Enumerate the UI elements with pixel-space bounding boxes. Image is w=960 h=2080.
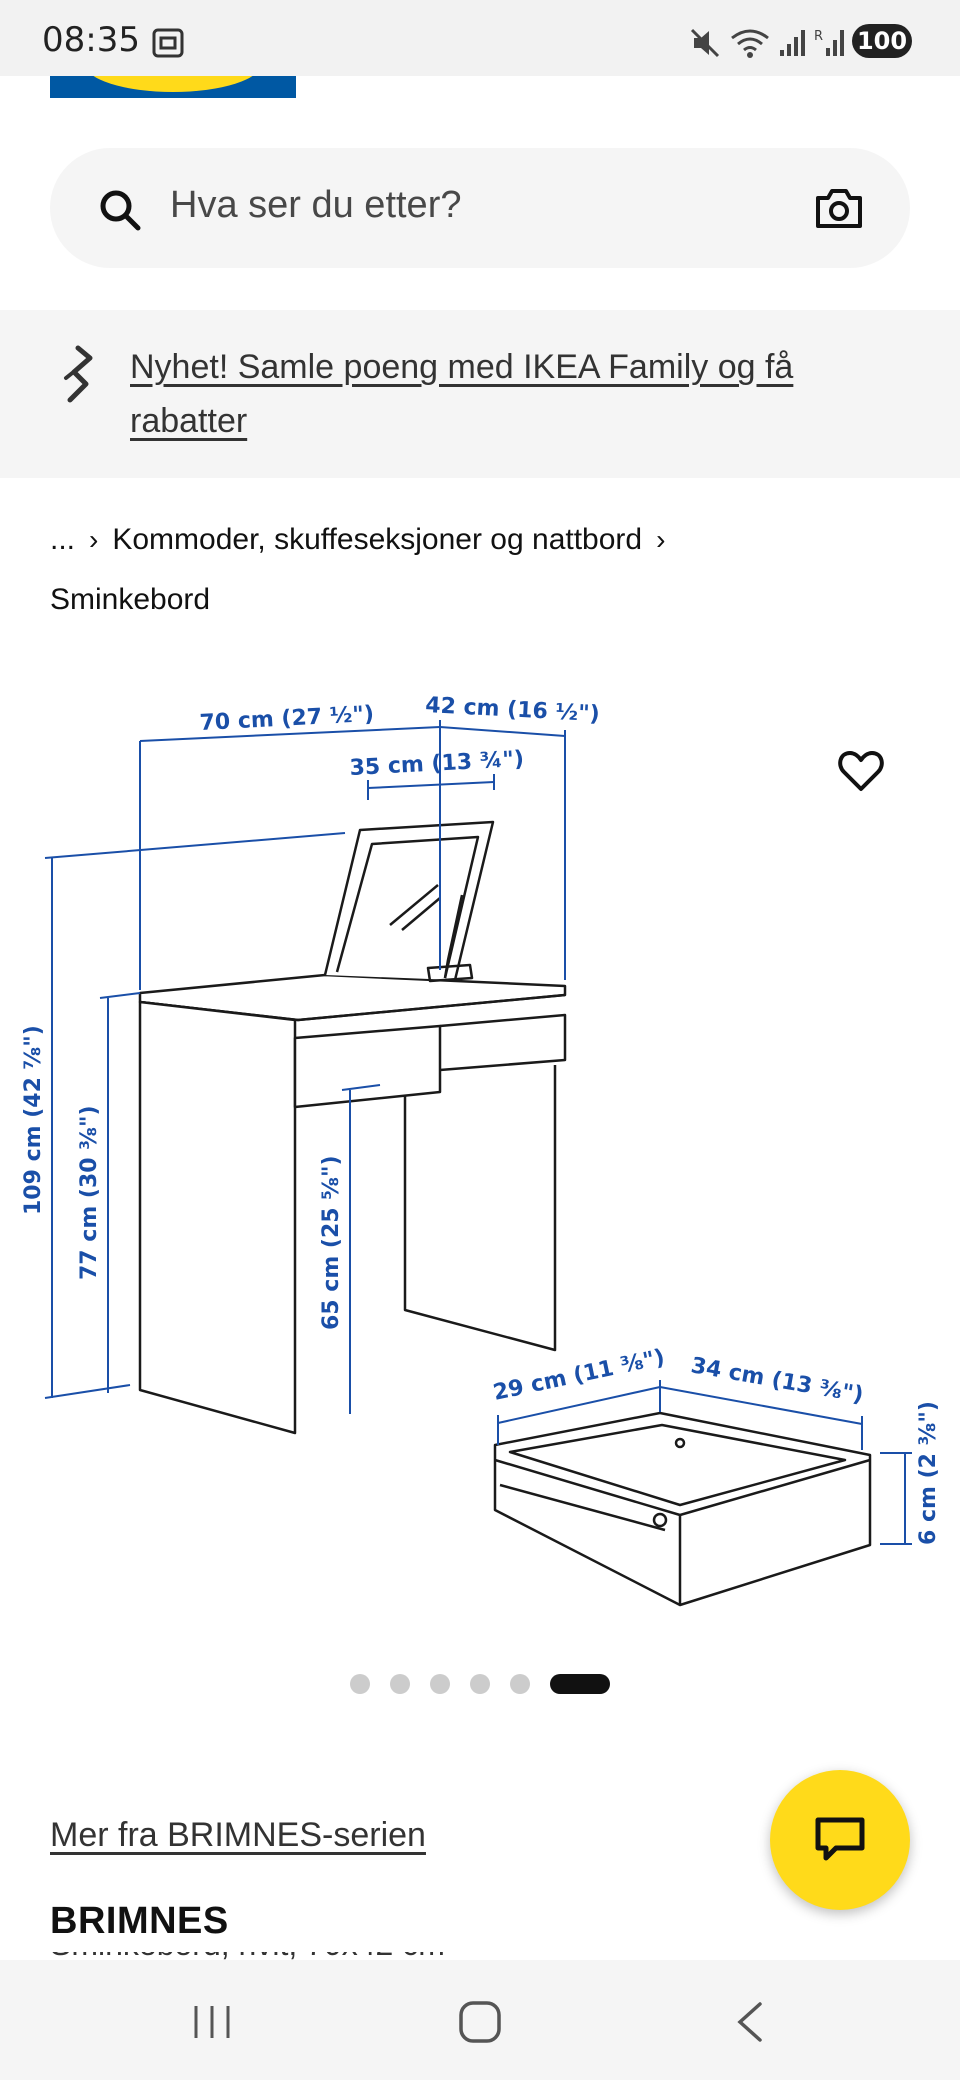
carousel-dot[interactable] [350,1674,370,1694]
breadcrumb-parent[interactable]: Kommoder, skuffeseksjoner og nattbord [112,523,643,556]
svg-text:R: R [814,29,823,44]
wifi-icon [731,29,769,58]
signal-roaming-icon: R [814,29,844,56]
carousel-dot-active[interactable] [550,1674,610,1694]
breadcrumb: ... › Kommoder, skuffeseksjoner og nattbor… [50,510,910,630]
dimension-leg-clearance: 65 cm (25 ⅝") [319,1155,344,1330]
search-input[interactable]: Hva ser du etter? [170,184,462,226]
heart-icon[interactable] [838,748,884,794]
chat-button[interactable] [770,1770,910,1910]
camera-icon[interactable] [814,186,864,230]
dimension-drawer-depth: 29 cm (11 ⅜") [491,1345,667,1406]
dimension-total-height: 109 cm (42 ⅞") [21,1025,46,1215]
status-bar: 08:35 R 100 [0,0,960,76]
search-icon [100,190,141,231]
dimension-table-height: 77 cm (30 ⅜") [77,1105,102,1280]
product-dimension-image[interactable]: 70 cm (27 ½") 42 cm (16 ½") 35 cm (13 ¾"… [0,660,960,1620]
battery-indicator: 100 [852,24,912,58]
mute-icon [690,28,720,58]
promo-banner[interactable]: Nyhet! Samle poeng med IKEA Family og få… [0,310,960,478]
dimension-drawer-width: 34 cm (13 ⅜") [689,1353,865,1408]
dimension-drawer-height: 6 cm (2 ⅜") [916,1401,941,1545]
dimension-depth: 42 cm (16 ½") [425,693,601,727]
product-description-container: Sminkebord, hvit, 70x42 cm [50,1952,750,1960]
system-nav-bar [0,1960,960,2080]
breadcrumb-current[interactable]: Sminkebord [50,583,211,616]
dimension-mirror-width: 35 cm (13 ¾") [349,747,525,781]
product-name: BRIMNES [50,1900,229,1942]
carousel-dot[interactable] [390,1674,410,1694]
screenshot-icon [152,28,184,58]
carousel-dot[interactable] [470,1674,490,1694]
back-icon[interactable] [732,2000,766,2044]
series-link[interactable]: Mer fra BRIMNES-serien [50,1816,426,1854]
chevron-right-icon: › [89,524,99,555]
carousel-dot[interactable] [510,1674,530,1694]
chevron-right-icon: › [656,524,666,555]
signal-icon [780,30,805,56]
carousel-dot[interactable] [430,1674,450,1694]
ikea-family-icon [64,345,93,403]
home-icon[interactable] [458,2000,502,2044]
recents-icon[interactable] [190,2002,234,2042]
ikea-logo[interactable] [50,76,296,98]
status-time: 08:35 [42,20,140,60]
promo-link[interactable]: Nyhet! Samle poeng med IKEA Family og få… [130,348,794,440]
product-description: Sminkebord, hvit, 70x42 cm [50,1952,750,1960]
search-bar[interactable]: Hva ser du etter? [50,148,910,268]
chat-icon [815,1817,865,1861]
breadcrumb-ellipsis[interactable]: ... [50,523,76,556]
carousel-indicator [0,1672,960,1696]
